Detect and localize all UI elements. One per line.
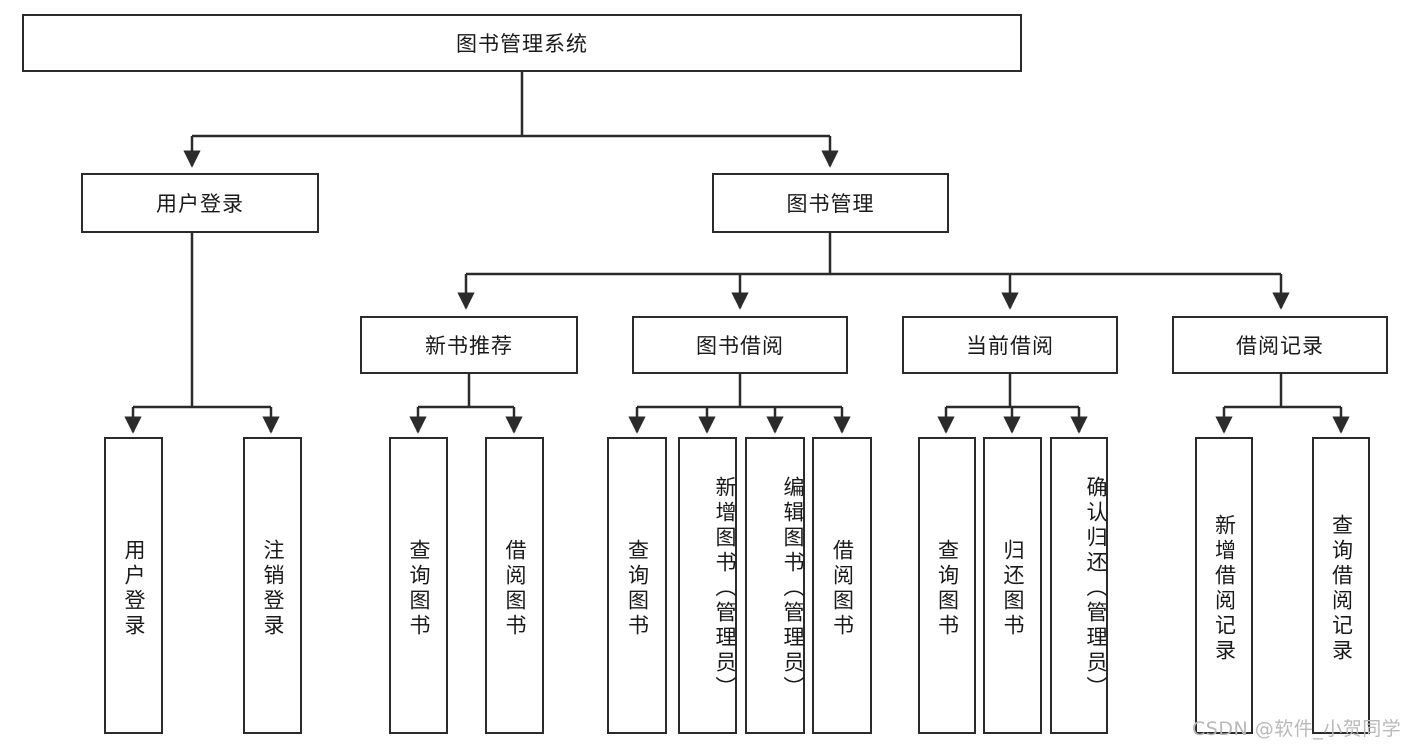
- leaf-return-book[interactable]: 归还图书: [983, 437, 1042, 734]
- leaf-query-book-borrow[interactable]: 查询图书: [607, 437, 667, 734]
- leaf-user-login[interactable]: 用户登录: [104, 437, 163, 734]
- leaf-query-borrow-record[interactable]: 查询借阅记录: [1312, 437, 1370, 734]
- node-book-management[interactable]: 图书管理: [712, 173, 949, 233]
- leaf-borrow-book-recommend[interactable]: 借阅图书: [485, 437, 544, 734]
- node-book-borrow[interactable]: 图书借阅: [632, 316, 848, 374]
- csdn-watermark: CSDN @软件_小贺同学: [1192, 718, 1402, 740]
- leaf-query-book-current[interactable]: 查询图书: [918, 437, 976, 734]
- leaf-logout-login[interactable]: 注销登录: [243, 437, 302, 734]
- leaf-add-book-admin[interactable]: 新增图书（管理员）: [678, 437, 737, 734]
- leaf-confirm-return-admin[interactable]: 确认归还（管理员）: [1050, 437, 1108, 734]
- leaf-borrow-book-borrow[interactable]: 借阅图书: [812, 437, 872, 734]
- node-root[interactable]: 图书管理系统: [22, 14, 1022, 72]
- leaf-edit-book-admin[interactable]: 编辑图书（管理员）: [745, 437, 805, 734]
- leaf-query-book-recommend[interactable]: 查询图书: [389, 437, 448, 734]
- node-user-login[interactable]: 用户登录: [81, 173, 319, 233]
- node-current-borrow[interactable]: 当前借阅: [902, 316, 1118, 374]
- node-new-book-recommend[interactable]: 新书推荐: [360, 316, 578, 374]
- leaf-add-borrow-record[interactable]: 新增借阅记录: [1195, 437, 1253, 734]
- node-borrow-record[interactable]: 借阅记录: [1172, 316, 1388, 374]
